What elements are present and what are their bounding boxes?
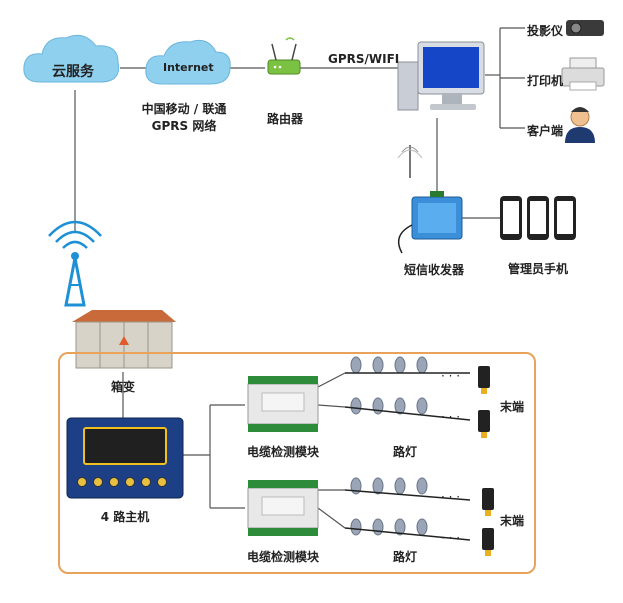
ellipsis-row-2: · · · bbox=[441, 410, 461, 424]
cloud-service-label: 云服务 bbox=[52, 64, 94, 80]
streetlights-row-1 bbox=[350, 356, 428, 374]
printer-label: 打印机 bbox=[527, 74, 564, 88]
field-equipment-frame bbox=[58, 352, 536, 574]
substation-label: 箱变 bbox=[110, 380, 136, 394]
admin-phones-icon bbox=[500, 196, 576, 240]
internet-cloud-icon bbox=[145, 39, 231, 85]
cloud-service-icon bbox=[23, 34, 120, 83]
lamp-cables bbox=[344, 372, 471, 541]
sms-device-icon bbox=[397, 191, 463, 254]
link-label: GPRS/WIFI bbox=[328, 52, 400, 66]
line-m1-out-a bbox=[317, 372, 346, 388]
streetlight-2-label: 路灯 bbox=[392, 550, 418, 564]
module-1-label: 电缆检测模块 bbox=[246, 445, 320, 459]
end-2-label: 末端 bbox=[500, 514, 525, 528]
host-label: 4 路主机 bbox=[100, 510, 150, 524]
module-2-label: 电缆检测模块 bbox=[246, 550, 320, 564]
host-device-icon bbox=[66, 417, 184, 499]
line-m1-out-b bbox=[317, 404, 346, 408]
end-terminal-tips bbox=[481, 388, 491, 556]
internet-label: Internet bbox=[163, 61, 214, 74]
client-label: 客户端 bbox=[527, 124, 564, 138]
carrier-label-line2: GPRS 网络 bbox=[151, 119, 217, 133]
router-icon bbox=[267, 37, 301, 75]
sms-antenna-icon bbox=[397, 145, 423, 178]
projector-label: 投影仪 bbox=[527, 24, 564, 38]
connection-lines bbox=[74, 27, 525, 529]
projector-icon bbox=[566, 20, 604, 36]
line-m2-out-b bbox=[317, 507, 346, 529]
sms-label: 短信收发器 bbox=[403, 263, 465, 277]
ellipsis-row-4: · · · bbox=[441, 531, 461, 545]
cable-module-2-icon bbox=[247, 480, 319, 536]
signal-tower-icon bbox=[48, 220, 102, 307]
ellipsis-row-3: · · · bbox=[441, 490, 461, 504]
carrier-label-line1: 中国移动 / 联通 bbox=[141, 102, 227, 116]
client-user-icon bbox=[565, 107, 595, 143]
printer-icon bbox=[561, 57, 605, 91]
computer-icon bbox=[397, 41, 485, 111]
cable-module-1-icon bbox=[247, 376, 319, 432]
substation-icon bbox=[72, 310, 176, 369]
end-terminals bbox=[478, 366, 494, 550]
router-label: 路由器 bbox=[266, 112, 304, 126]
end-1-label: 末端 bbox=[500, 400, 525, 414]
streetlight-1-label: 路灯 bbox=[392, 445, 418, 459]
ellipsis-row-1: · · · bbox=[441, 369, 461, 383]
admin-phone-label: 管理员手机 bbox=[507, 262, 569, 276]
